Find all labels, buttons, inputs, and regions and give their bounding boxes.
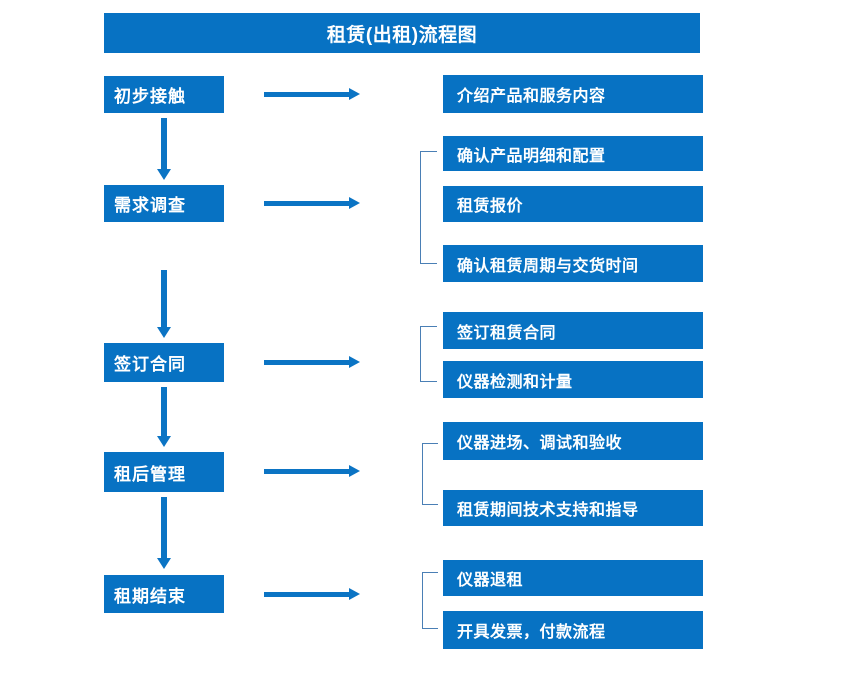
diagram-title: 租赁(出租)流程图 (104, 13, 700, 53)
detail-box-lease-quotation[interactable]: 租赁报价 (443, 186, 703, 222)
bracket-group-lease-end (422, 572, 438, 629)
arrow-head (349, 465, 360, 477)
arrow-head (157, 436, 171, 447)
stage-box-initial-contact[interactable]: 初步接触 (104, 76, 224, 113)
vertical-arrow-stage4-to-stage5 (155, 497, 173, 569)
stage-box-requirement-survey[interactable]: 需求调查 (104, 185, 224, 222)
bracket-group-post-lease-management (422, 443, 438, 505)
arrow-shaft (264, 592, 349, 597)
arrow-head (157, 169, 171, 180)
arrow-shaft (264, 92, 349, 97)
arrow-shaft (264, 201, 349, 206)
horizontal-arrow-stage5-to-details (264, 586, 360, 604)
detail-box-technical-support-guidance-during-lease[interactable]: 租赁期间技术支持和指导 (443, 490, 703, 526)
horizontal-arrow-stage3-to-details (264, 354, 360, 372)
stage-box-lease-end[interactable]: 租期结束 (104, 575, 224, 613)
vertical-arrow-stage2-to-stage3 (155, 270, 173, 338)
stage-box-post-lease-management[interactable]: 租后管理 (104, 452, 224, 492)
arrow-head (349, 88, 360, 100)
vertical-arrow-stage3-to-stage4 (155, 387, 173, 447)
bracket-group-sign-contract (420, 326, 437, 382)
detail-box-confirm-lease-period-delivery-time[interactable]: 确认租赁周期与交货时间 (443, 245, 703, 282)
stage-box-sign-contract[interactable]: 签订合同 (104, 343, 224, 382)
detail-box-instrument-return[interactable]: 仪器退租 (443, 560, 703, 596)
detail-box-sign-lease-contract[interactable]: 签订租赁合同 (443, 312, 703, 349)
arrow-shaft (161, 387, 167, 436)
arrow-head (157, 558, 171, 569)
horizontal-arrow-stage2-to-details (264, 195, 360, 213)
arrow-head (349, 356, 360, 368)
bracket-group-requirement-survey (420, 151, 437, 264)
detail-box-confirm-product-details-configuration[interactable]: 确认产品明细和配置 (443, 136, 703, 171)
horizontal-arrow-stage1-to-details (264, 86, 360, 104)
detail-box-introduce-products-services[interactable]: 介绍产品和服务内容 (443, 75, 703, 113)
vertical-arrow-stage1-to-stage2 (155, 118, 173, 180)
arrow-shaft (161, 270, 167, 327)
arrow-head (349, 197, 360, 209)
arrow-shaft (264, 360, 349, 365)
detail-box-instrument-inspection-metering[interactable]: 仪器检测和计量 (443, 361, 703, 398)
detail-box-instrument-entry-commissioning-acceptance[interactable]: 仪器进场、调试和验收 (443, 422, 703, 460)
arrow-shaft (161, 497, 167, 558)
horizontal-arrow-stage4-to-details (264, 463, 360, 481)
arrow-shaft (264, 469, 349, 474)
detail-box-issue-invoice-payment-process[interactable]: 开具发票，付款流程 (443, 611, 703, 649)
arrow-shaft (161, 118, 167, 169)
arrow-head (349, 588, 360, 600)
arrow-head (157, 327, 171, 338)
